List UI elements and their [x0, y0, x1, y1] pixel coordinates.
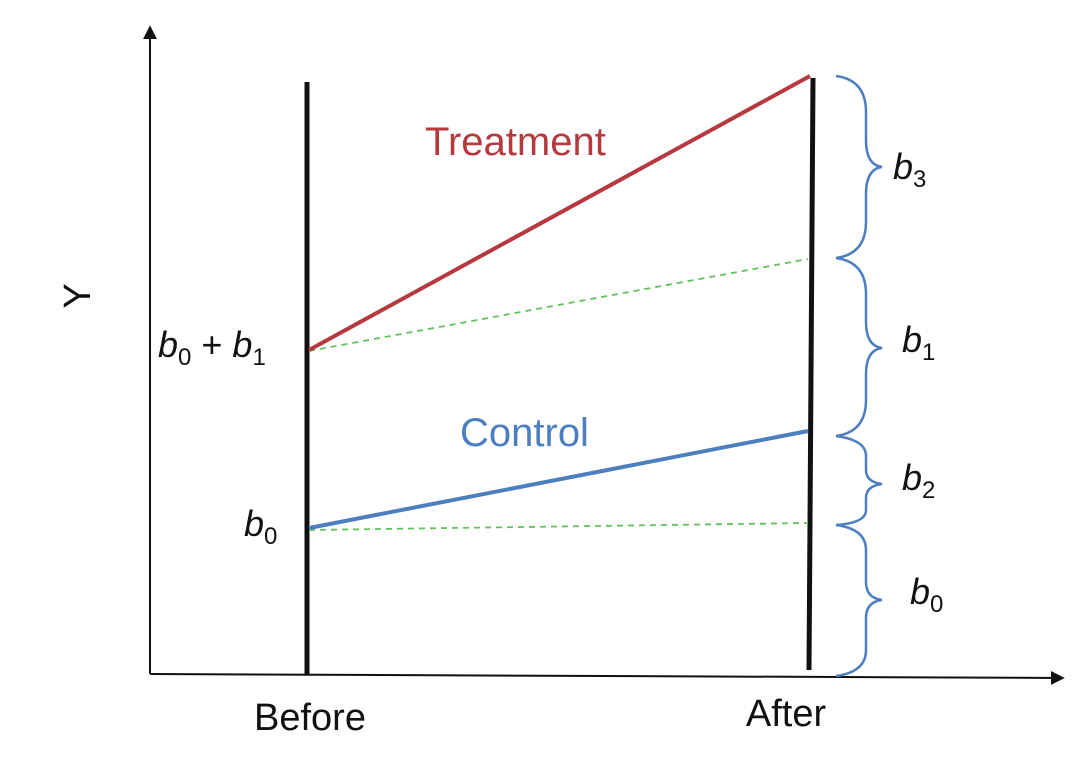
- treatment-label: Treatment: [425, 120, 606, 164]
- y-axis-label: Y: [57, 283, 99, 308]
- control-label: Control: [460, 411, 589, 455]
- x-label-before: Before: [254, 697, 366, 739]
- x-axis: [149, 670, 1065, 685]
- brace-b0: [835, 523, 883, 678]
- b0-label: b0: [244, 503, 277, 550]
- brace-b3: [835, 74, 883, 260]
- brace-label-b2: b2: [902, 457, 935, 504]
- treatment-counterfactual-line: [308, 258, 809, 352]
- brace-label-b1: b1: [902, 319, 935, 366]
- brace-b1: [835, 256, 883, 438]
- b0-plus-b1-label: b0 + b1: [158, 324, 266, 371]
- treatment-line: [308, 74, 811, 352]
- after-line: [806, 77, 816, 671]
- control-counterfactual-line: [308, 522, 809, 531]
- brace-label-b0: b0: [910, 571, 943, 618]
- x-label-after: After: [746, 693, 827, 735]
- brace-b2: [835, 434, 883, 527]
- control-line: [308, 429, 809, 530]
- braces-group: [835, 74, 883, 678]
- brace-label-b3: b3: [893, 146, 926, 193]
